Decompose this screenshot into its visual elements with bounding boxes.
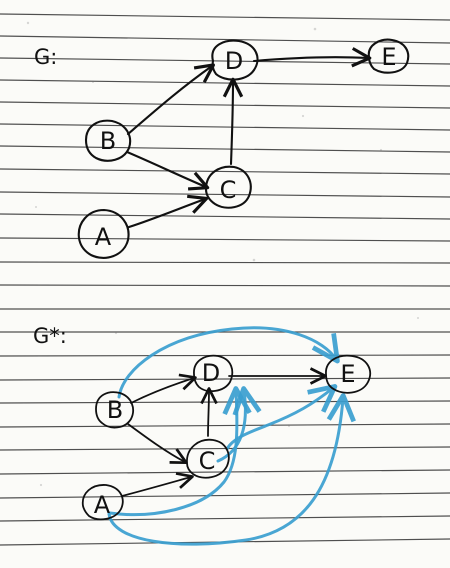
edge-d-to-e [252, 47, 372, 68]
edge-b-to-d [126, 63, 216, 136]
star-edge-c-to-d [200, 387, 218, 437]
star-edge-a-to-c [121, 472, 194, 497]
star-node-c: C [186, 438, 230, 479]
star-node-a: A [81, 484, 124, 521]
node-a-label: A [95, 223, 112, 251]
node-e: E [367, 38, 410, 74]
closure-edge-a-to-d [108, 386, 252, 517]
node-b-label: B [100, 127, 116, 155]
closure-edge-b-to-e [117, 326, 340, 399]
node-e-label: E [381, 43, 396, 71]
node-c-label: C [220, 176, 237, 204]
edge-b-to-c [125, 150, 210, 191]
star-node-a-label: A [94, 491, 111, 519]
node-c: C [204, 165, 252, 209]
star-node-c-label: C [199, 447, 216, 475]
graph-g: G: D E B C A [34, 38, 410, 259]
star-node-d: D [193, 354, 234, 393]
star-node-b-label: B [107, 396, 123, 424]
edge-a-to-c [127, 194, 209, 229]
node-d: D [211, 39, 259, 81]
star-edge-b-to-d [130, 373, 197, 404]
star-edge-b-to-c [127, 423, 188, 465]
closure-edge-c-to-e [225, 384, 338, 451]
graph-g-star: G*: D E B [33, 324, 372, 546]
ruled-lines [0, 13, 450, 546]
star-node-d-label: D [202, 359, 220, 387]
node-d-label: D [225, 47, 243, 75]
paper-speckles [26, 21, 419, 487]
graph-g-star-title: G*: [33, 324, 67, 348]
star-node-b: B [95, 391, 134, 429]
graph-g-title: G: [34, 45, 57, 69]
node-b: B [84, 119, 132, 162]
star-node-e-label: E [340, 360, 355, 388]
node-a: A [77, 208, 130, 259]
closure-edge-a-to-e [107, 393, 356, 546]
star-node-e: E [325, 354, 372, 394]
edge-c-to-d [222, 77, 244, 166]
